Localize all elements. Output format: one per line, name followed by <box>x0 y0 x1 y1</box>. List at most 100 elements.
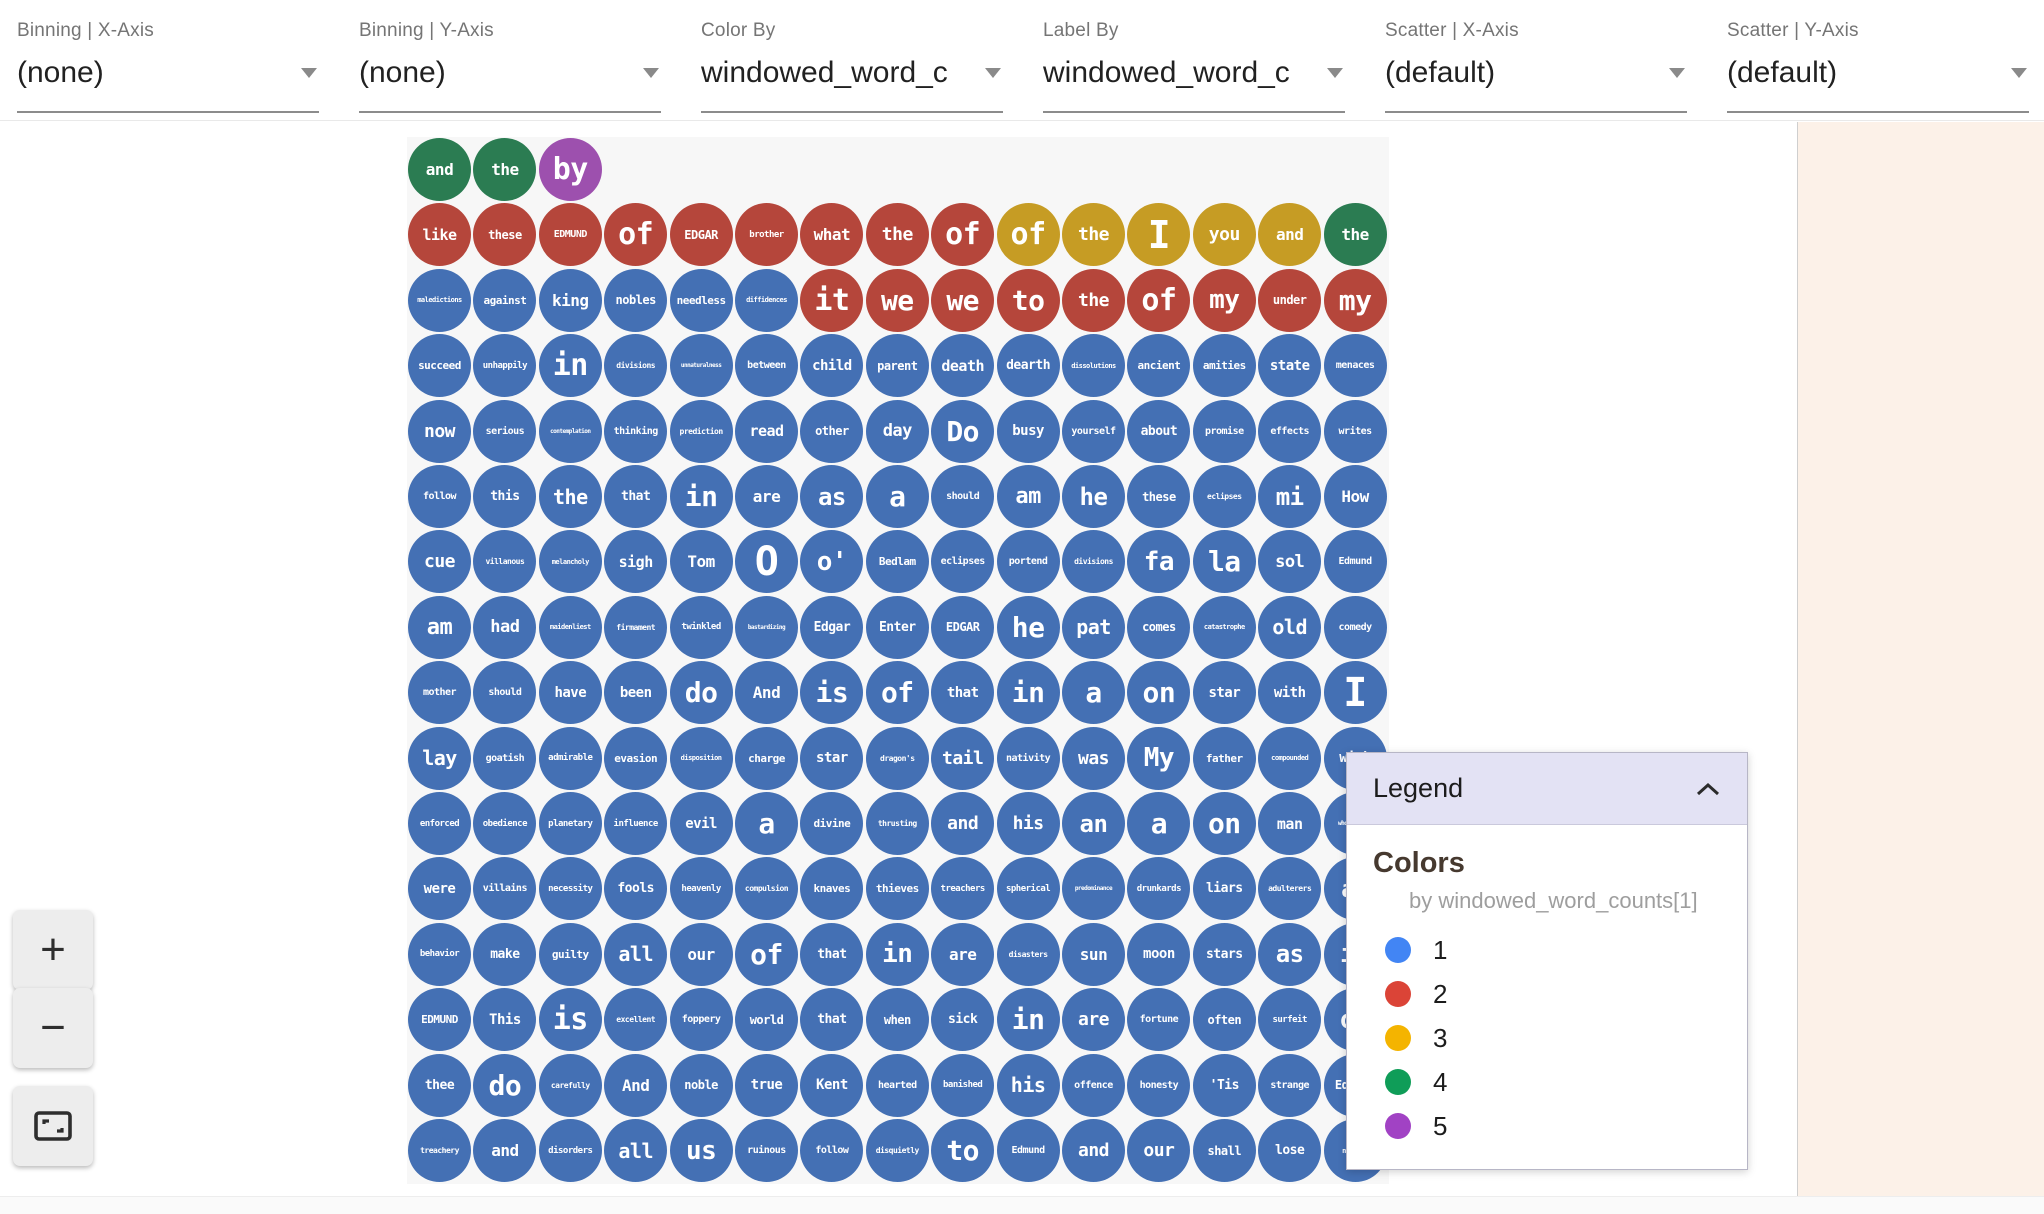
word-bubble[interactable]: have <box>538 661 602 725</box>
word-bubble[interactable]: star <box>800 726 864 790</box>
word-bubble[interactable]: excellent <box>604 988 668 1052</box>
word-bubble[interactable]: of <box>604 203 668 267</box>
word-bubble[interactable]: we <box>931 268 995 332</box>
word-bubble[interactable]: prediction <box>669 399 733 463</box>
word-bubble[interactable]: in <box>996 988 1060 1052</box>
word-bubble[interactable]: How <box>1323 465 1387 528</box>
word-bubble[interactable]: bastardizing <box>735 595 798 659</box>
word-bubble[interactable]: he <box>996 595 1060 659</box>
word-bubble[interactable]: man <box>1258 792 1322 855</box>
word-bubble[interactable]: should <box>473 661 537 725</box>
word-bubble[interactable]: disorders <box>538 1119 602 1182</box>
word-bubble[interactable]: And <box>735 661 798 725</box>
word-bubble[interactable]: disposition <box>669 726 733 790</box>
word-bubble[interactable]: surfeit <box>1258 988 1322 1052</box>
word-bubble[interactable]: fa <box>1127 530 1191 594</box>
word-bubble[interactable]: our <box>1127 1119 1191 1182</box>
word-bubble[interactable]: was <box>1062 726 1125 790</box>
word-bubble[interactable]: state <box>1258 334 1322 398</box>
word-bubble[interactable]: EDGAR <box>931 595 995 659</box>
word-bubble[interactable]: drunkards <box>1127 857 1191 921</box>
word-bubble[interactable]: that <box>800 922 864 986</box>
word-bubble[interactable]: effects <box>1258 399 1322 463</box>
word-bubble[interactable]: la <box>1192 530 1256 594</box>
word-bubble[interactable]: should <box>931 465 995 528</box>
word-bubble[interactable]: parent <box>865 334 929 398</box>
word-bubble[interactable]: carefully <box>538 1053 602 1117</box>
word-bubble[interactable]: Edgar <box>800 595 864 659</box>
word-bubble[interactable]: dissolutions <box>1062 334 1125 398</box>
word-bubble[interactable]: offence <box>1062 1053 1125 1117</box>
word-bubble[interactable]: diffidences <box>735 268 798 332</box>
word-bubble[interactable]: world <box>735 988 798 1052</box>
word-bubble[interactable]: of <box>931 203 995 267</box>
word-bubble[interactable]: unnaturalness <box>669 334 733 398</box>
word-bubble[interactable]: the <box>1062 268 1125 332</box>
word-bubble[interactable]: EDMUND <box>538 203 602 267</box>
word-bubble[interactable]: his <box>996 1053 1060 1117</box>
word-bubble[interactable]: like <box>408 203 471 267</box>
word-bubble[interactable]: moon <box>1127 922 1191 986</box>
word-bubble[interactable]: in <box>669 465 733 528</box>
zoom-out-button[interactable]: − <box>13 988 93 1068</box>
word-bubble[interactable]: disasters <box>996 922 1060 986</box>
word-bubble[interactable]: my <box>1192 268 1256 332</box>
word-bubble[interactable]: day <box>865 399 929 463</box>
word-bubble[interactable]: star <box>1192 661 1256 725</box>
word-bubble[interactable]: other <box>800 399 864 463</box>
word-bubble[interactable]: been <box>604 661 668 725</box>
word-bubble[interactable]: the <box>865 203 929 267</box>
word-bubble[interactable]: admirable <box>538 726 602 790</box>
word-bubble[interactable]: influence <box>604 792 668 855</box>
word-bubble[interactable]: with <box>1258 661 1322 725</box>
word-bubble[interactable]: planetary <box>538 792 602 855</box>
word-bubble[interactable]: child <box>800 334 864 398</box>
word-bubble[interactable]: you <box>1192 203 1256 267</box>
word-bubble[interactable]: Tom <box>669 530 733 594</box>
word-bubble[interactable]: 'Tis <box>1192 1053 1256 1117</box>
word-bubble[interactable]: in <box>996 661 1060 725</box>
word-bubble[interactable]: I <box>1127 203 1191 267</box>
word-bubble[interactable]: predominance <box>1062 857 1125 921</box>
word-bubble[interactable]: thrusting <box>865 792 929 855</box>
word-bubble[interactable]: catastrophe <box>1192 595 1256 659</box>
word-bubble[interactable]: sigh <box>604 530 668 594</box>
word-bubble[interactable]: melancholy <box>538 530 602 594</box>
word-bubble[interactable]: guilty <box>538 922 602 986</box>
word-bubble[interactable]: obedience <box>473 792 537 855</box>
word-bubble[interactable]: strange <box>1258 1053 1322 1117</box>
word-bubble[interactable]: father <box>1192 726 1256 790</box>
word-bubble[interactable]: necessity <box>538 857 602 921</box>
word-bubble[interactable]: honesty <box>1127 1053 1191 1117</box>
word-bubble[interactable]: in <box>538 334 602 398</box>
word-bubble[interactable]: all <box>604 922 668 986</box>
word-bubble[interactable]: am <box>996 465 1060 528</box>
word-bubble[interactable]: are <box>1062 988 1125 1052</box>
word-bubble[interactable]: menaces <box>1323 334 1387 398</box>
word-bubble[interactable]: are <box>931 922 995 986</box>
word-bubble[interactable]: foppery <box>669 988 733 1052</box>
word-bubble[interactable]: maledictions <box>408 268 471 332</box>
word-bubble[interactable]: hearted <box>865 1053 929 1117</box>
word-bubble[interactable]: And <box>604 1053 668 1117</box>
word-bubble[interactable]: of <box>996 203 1060 267</box>
zoom-in-button[interactable]: + <box>13 910 93 990</box>
dropdown-scatter-x-axis[interactable]: Scatter | X-Axis(default) <box>1385 0 1687 113</box>
word-bubble[interactable]: nobles <box>604 268 668 332</box>
word-bubble[interactable]: what <box>800 203 864 267</box>
word-bubble[interactable]: were <box>408 857 471 921</box>
word-bubble[interactable]: charge <box>735 726 798 790</box>
word-bubble[interactable]: adulterers <box>1258 857 1322 921</box>
word-bubble[interactable]: my <box>1323 268 1387 332</box>
word-bubble[interactable]: villanous <box>473 530 537 594</box>
word-bubble[interactable]: our <box>669 922 733 986</box>
word-bubble[interactable]: cue <box>408 530 471 594</box>
word-bubble[interactable]: king <box>538 268 602 332</box>
fit-to-screen-button[interactable] <box>13 1086 93 1166</box>
word-bubble[interactable]: divisions <box>1062 530 1125 594</box>
dropdown-binning-x-axis[interactable]: Binning | X-Axis(none) <box>17 0 319 113</box>
word-bubble[interactable]: divisions <box>604 334 668 398</box>
word-bubble[interactable]: do <box>669 661 733 725</box>
word-bubble[interactable]: stars <box>1192 922 1256 986</box>
